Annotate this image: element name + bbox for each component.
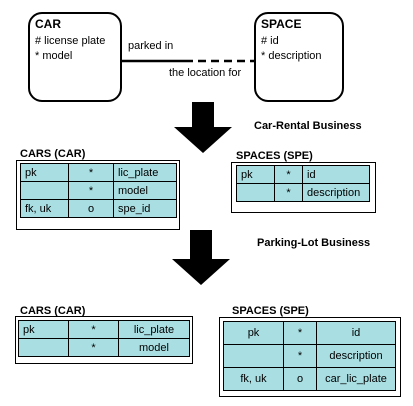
cars-table-title-1: CARS (CAR)	[20, 148, 86, 160]
table-row: pk * lic_plate	[18, 320, 190, 339]
space-attr-id: # id	[261, 35, 279, 47]
table-cell: o	[68, 199, 114, 218]
spaces-table-title-2: SPACES (SPE)	[232, 305, 309, 317]
table-row: pk * id	[236, 165, 370, 184]
table-row: * description	[223, 344, 396, 368]
space-attr-description: * description	[261, 50, 322, 62]
table-cell: model	[118, 338, 190, 357]
table-cell	[18, 338, 69, 357]
table-cell: *	[68, 163, 114, 182]
table-cell: pk	[236, 165, 275, 184]
table-cell	[223, 344, 284, 368]
table-cell: description	[316, 344, 396, 368]
table-cell: pk	[20, 163, 69, 182]
spaces-table-title-1: SPACES (SPE)	[236, 150, 313, 162]
cars-table-2: pk * lic_plate * model	[18, 320, 190, 357]
table-cell: pk	[18, 320, 69, 339]
rel-label-location-for: the location for	[169, 67, 242, 79]
table-row: fk, uk o car_lic_plate	[223, 367, 396, 391]
table-cell: car_lic_plate	[316, 367, 396, 391]
table-row: * model	[20, 181, 177, 200]
car-attr-license-plate: # license plate	[35, 35, 106, 47]
table-cell: *	[274, 165, 303, 184]
table-cell: lic_plate	[113, 163, 177, 182]
table-cell: *	[68, 181, 114, 200]
down-arrow-2	[172, 230, 230, 285]
table-cell: fk, uk	[223, 367, 284, 391]
car-entity-name: CAR	[35, 17, 61, 31]
table-cell: *	[283, 321, 317, 345]
table-cell: fk, uk	[20, 199, 69, 218]
step-label-car-rental: Car-Rental Business	[254, 120, 362, 132]
space-entity: SPACE # id * description	[254, 12, 344, 102]
table-cell: lic_plate	[118, 320, 190, 339]
table-row: pk * lic_plate	[20, 163, 177, 182]
table-cell: *	[68, 320, 119, 339]
step-label-parking-lot: Parking-Lot Business	[257, 237, 371, 249]
car-attr-model: * model	[35, 50, 73, 62]
table-cell: o	[283, 367, 317, 391]
table-cell: spe_id	[113, 199, 177, 218]
car-entity: CAR # license plate * model	[28, 12, 122, 102]
table-row: pk * id	[223, 321, 396, 345]
table-row: * model	[18, 338, 190, 357]
table-cell: id	[302, 165, 370, 184]
table-cell: *	[274, 183, 303, 202]
table-cell: *	[283, 344, 317, 368]
table-cell	[236, 183, 275, 202]
cars-table-title-2: CARS (CAR)	[20, 305, 86, 317]
table-row: * description	[236, 183, 370, 202]
rel-label-parked-in: parked in	[128, 40, 174, 52]
spaces-table-1: pk * id * description	[236, 165, 370, 202]
cars-table-1: pk * lic_plate * model fk, uk o spe_id	[20, 163, 177, 218]
table-cell: *	[68, 338, 119, 357]
table-row: fk, uk o spe_id	[20, 199, 177, 218]
table-cell: description	[302, 183, 370, 202]
table-cell: pk	[223, 321, 284, 345]
spaces-table-2: pk * id * description fk, uk o car_lic_p…	[223, 321, 396, 391]
table-cell: id	[316, 321, 396, 345]
down-arrow-1	[174, 102, 232, 153]
table-cell: model	[113, 181, 177, 200]
space-entity-name: SPACE	[261, 17, 302, 31]
table-cell	[20, 181, 69, 200]
